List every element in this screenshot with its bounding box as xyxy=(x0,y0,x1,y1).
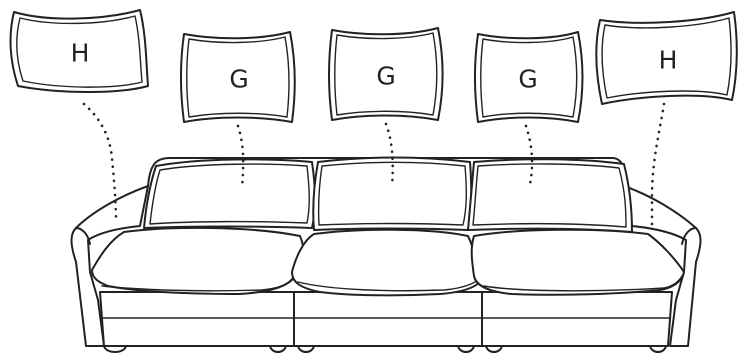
pillow-label-back-left: G xyxy=(229,65,248,94)
seat-cushion-left xyxy=(92,228,303,294)
back-cushion-right xyxy=(468,159,632,232)
sofa xyxy=(72,158,701,353)
pillow-back-right: G xyxy=(475,32,583,122)
seat-cushion-middle xyxy=(292,230,484,296)
seat-cushion-right xyxy=(472,230,684,295)
pillow-label-back-middle: G xyxy=(376,62,395,91)
pillow-back-left: G xyxy=(181,32,295,122)
back-cushion-left xyxy=(144,159,315,228)
pillow-label-right-throw: H xyxy=(659,46,678,75)
pillow-right-throw: H xyxy=(596,12,736,104)
seat-cushions xyxy=(92,228,684,295)
back-cushion-middle xyxy=(313,158,471,231)
pillow-left-throw: H xyxy=(11,10,148,92)
pillow-label-left-throw: H xyxy=(71,39,90,68)
sofa-base xyxy=(100,292,672,346)
pillow-label-back-right: G xyxy=(518,65,537,94)
back-cushions xyxy=(144,158,632,233)
pillow-back-middle: G xyxy=(329,28,443,120)
